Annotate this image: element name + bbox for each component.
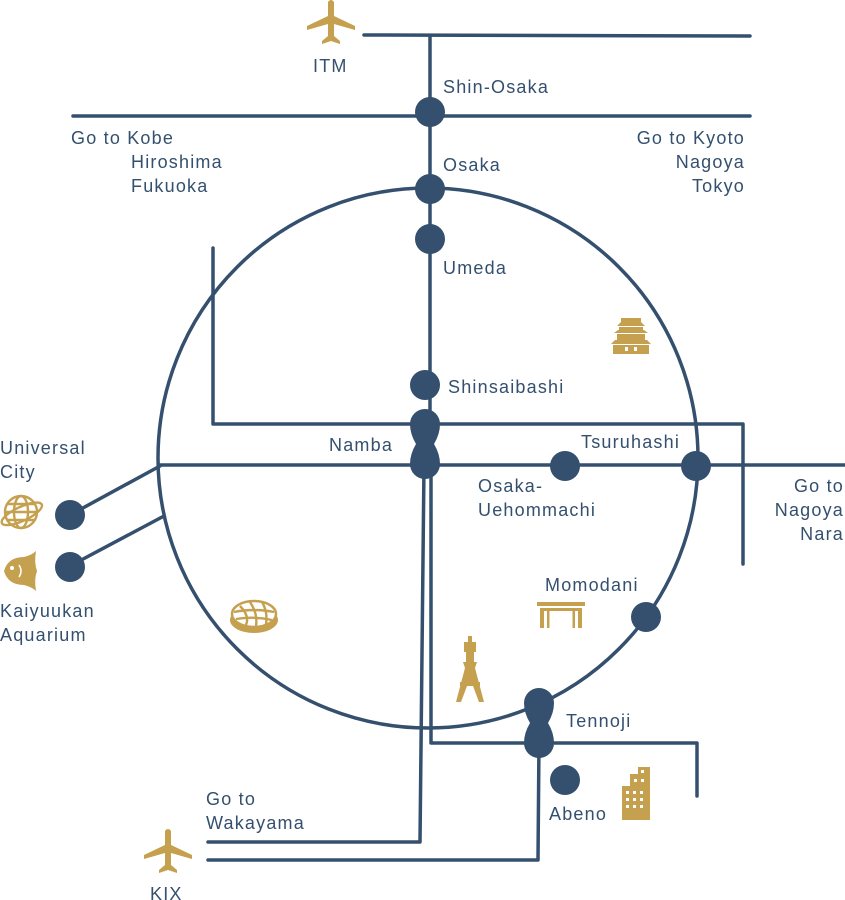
station-tennoji[interactable] <box>524 688 554 758</box>
label-abeno: Abeno <box>549 804 607 824</box>
label-nara-2: Nagoya <box>775 500 844 520</box>
label-momodani: Momodani <box>545 575 639 595</box>
label-west-3: Fukuoka <box>131 176 208 196</box>
label-kaiyuukan-1: Kaiyuukan <box>0 601 95 621</box>
label-tsuruhashi: Tsuruhashi <box>581 432 680 452</box>
label-wakayama-1: Go to <box>206 789 256 809</box>
label-shin-osaka: Shin-Osaka <box>443 77 549 97</box>
itm-line <box>362 33 752 38</box>
station-namba[interactable] <box>410 409 440 479</box>
aquarium-branch <box>68 514 166 568</box>
label-nara-1: Go to <box>794 476 844 496</box>
label-universal-1: Universal <box>0 438 86 458</box>
station-kaiyuukan[interactable] <box>55 552 85 582</box>
fish-icon <box>4 551 37 591</box>
station-umeda[interactable] <box>415 224 445 254</box>
label-west-2: Hiroshima <box>131 152 223 172</box>
label-nara-3: Nara <box>800 524 844 544</box>
globe-icon <box>0 494 44 530</box>
label-east-3: Tokyo <box>692 176 745 196</box>
station-osaka-uehommachi[interactable] <box>550 451 580 481</box>
shitennoji-gate-icon <box>537 602 585 628</box>
label-universal-2: City <box>0 462 36 482</box>
labels: ITM KIX Shin-Osaka Osaka Umeda Shinsaiba… <box>0 56 844 900</box>
label-umeda: Umeda <box>443 258 507 278</box>
station-shin-osaka[interactable] <box>415 97 445 127</box>
airplane-icon <box>307 0 355 44</box>
abeno-harukas-icon <box>622 767 650 820</box>
station-shinsaibashi[interactable] <box>410 370 440 400</box>
nankai-line <box>206 463 426 844</box>
label-osaka-uehommachi-1: Osaka- <box>478 476 543 496</box>
label-east-2: Nagoya <box>676 152 745 172</box>
rail-lines <box>68 33 845 862</box>
label-osaka-uehommachi-2: Uehommachi <box>478 500 596 520</box>
label-wakayama-2: Wakayama <box>206 813 305 833</box>
station-abeno[interactable] <box>550 765 580 795</box>
label-kix: KIX <box>150 884 183 900</box>
osaka-castle-icon <box>611 318 651 354</box>
dome-icon <box>230 599 278 633</box>
tsutenkaku-tower-icon <box>456 636 484 702</box>
station-osaka[interactable] <box>415 174 445 204</box>
label-east-1: Go to Kyoto <box>637 128 745 148</box>
hanwa-line <box>206 738 541 862</box>
universal-branch <box>68 464 162 517</box>
stations <box>55 97 711 795</box>
label-kaiyuukan-2: Aquarium <box>0 625 87 645</box>
station-tsuruhashi[interactable] <box>681 451 711 481</box>
station-momodani[interactable] <box>631 602 661 632</box>
label-itm: ITM <box>313 56 348 76</box>
airplane-icon <box>144 829 192 873</box>
label-west-1: Go to Kobe <box>71 128 174 148</box>
label-tennoji: Tennoji <box>566 711 631 731</box>
label-namba: Namba <box>329 435 393 455</box>
station-universal-city[interactable] <box>55 500 85 530</box>
label-osaka: Osaka <box>443 155 501 175</box>
label-shinsaibashi: Shinsaibashi <box>448 377 564 397</box>
sennichimae-line <box>211 246 745 566</box>
namba-tennoji-line <box>429 463 699 798</box>
